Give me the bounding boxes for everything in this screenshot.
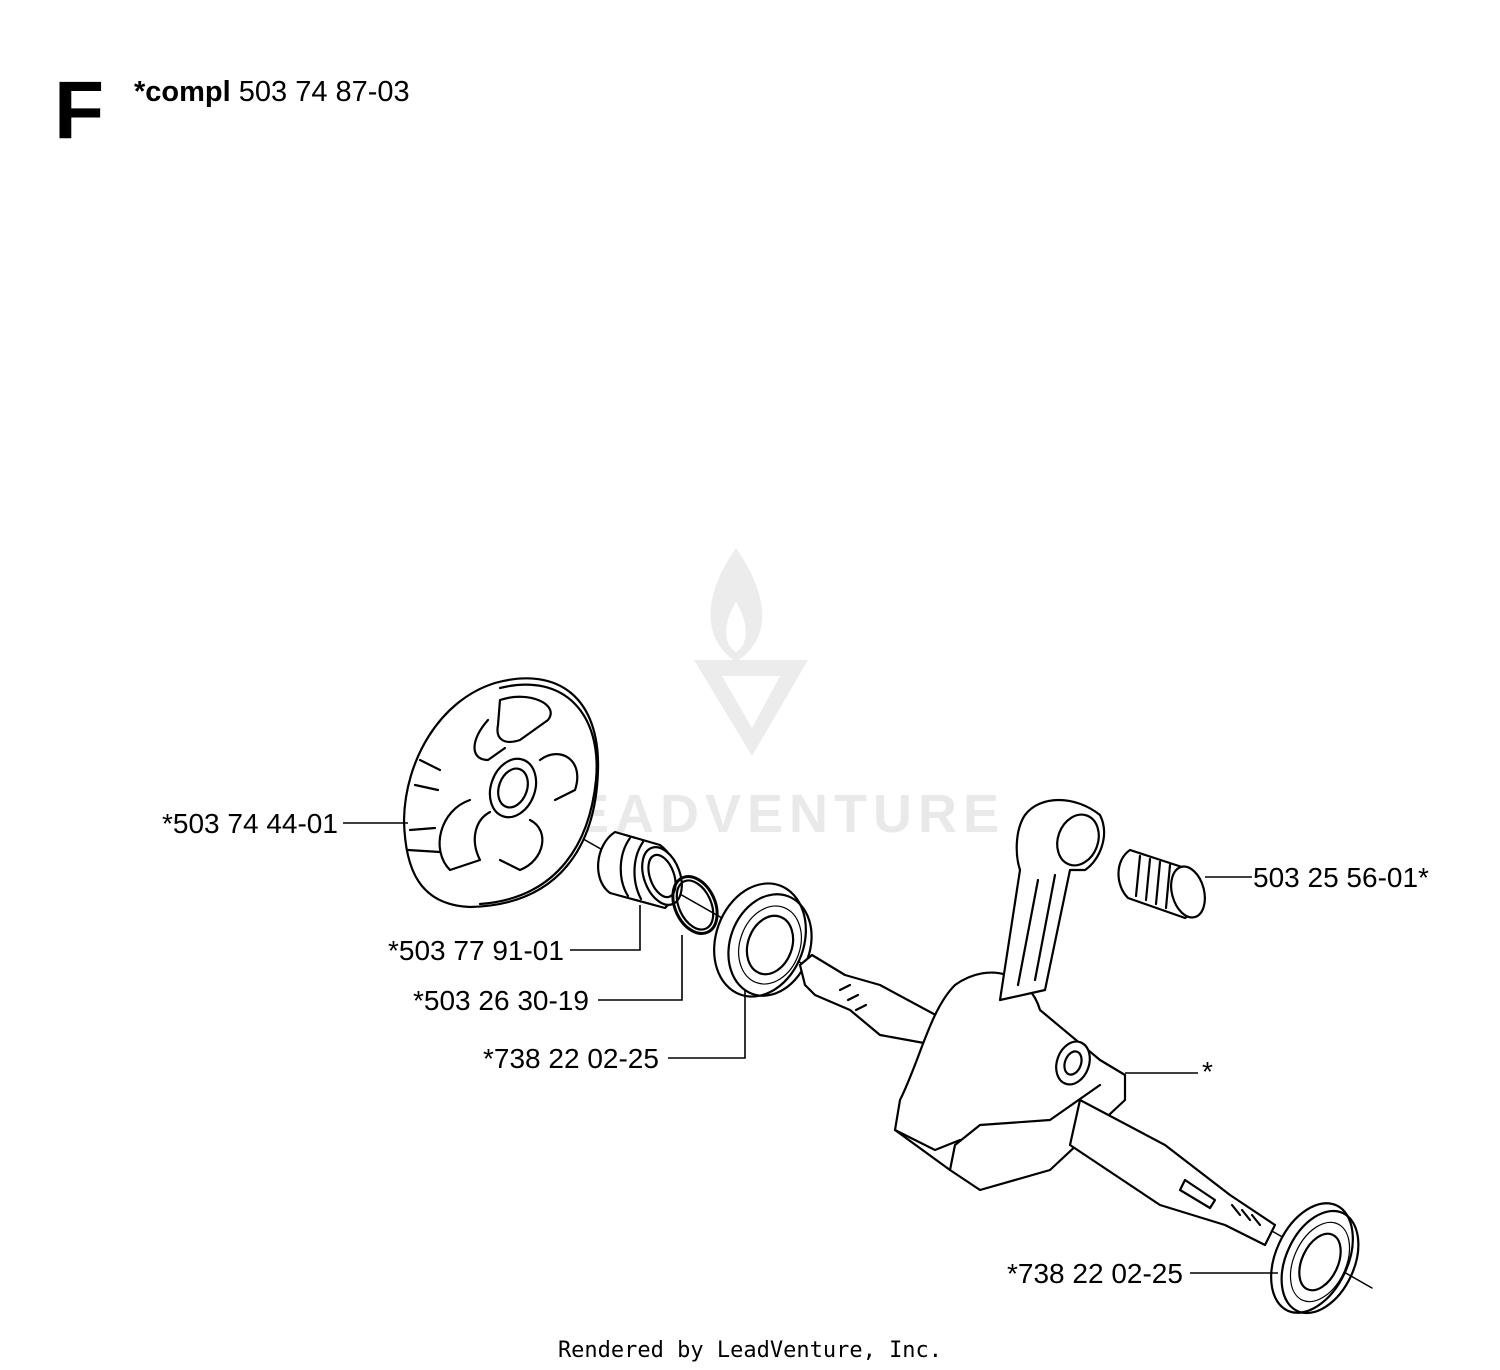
bushing-part [597, 830, 683, 910]
callout-oring: *503 26 30-19 [413, 985, 589, 1016]
assembly-prefix: *compl [134, 76, 231, 108]
bearing-right-part [1270, 1202, 1360, 1315]
oring-part [671, 875, 719, 935]
callout-needle-bearing: 503 25 56-01* [1253, 862, 1429, 893]
callout-crankshaft: * [1202, 1056, 1213, 1087]
leader-lines [343, 822, 1278, 1274]
leader-line-bushing [570, 905, 641, 951]
leader-line-oring [598, 935, 683, 1001]
needle-bearing-part [1117, 848, 1206, 920]
assembly-number: 503 74 87-03 [238, 76, 410, 108]
clutch-part [402, 677, 600, 909]
callout-bushing: *503 77 91-01 [388, 935, 564, 966]
bearing-left-part [713, 882, 813, 998]
crankshaft-part [798, 798, 1277, 1247]
footer-credit: Rendered by LeadVenture, Inc. [557, 1338, 943, 1363]
callout-bearing-left: *738 22 02-25 [483, 1043, 659, 1074]
section-letter: F [54, 65, 105, 156]
callout-bearing-right: *738 22 02-25 [1007, 1258, 1183, 1289]
callout-clutch: *503 74 44-01 [162, 808, 338, 839]
leader-line-bearing-left [668, 990, 746, 1059]
assembly-title: *compl 503 74 87-03 [134, 78, 410, 107]
